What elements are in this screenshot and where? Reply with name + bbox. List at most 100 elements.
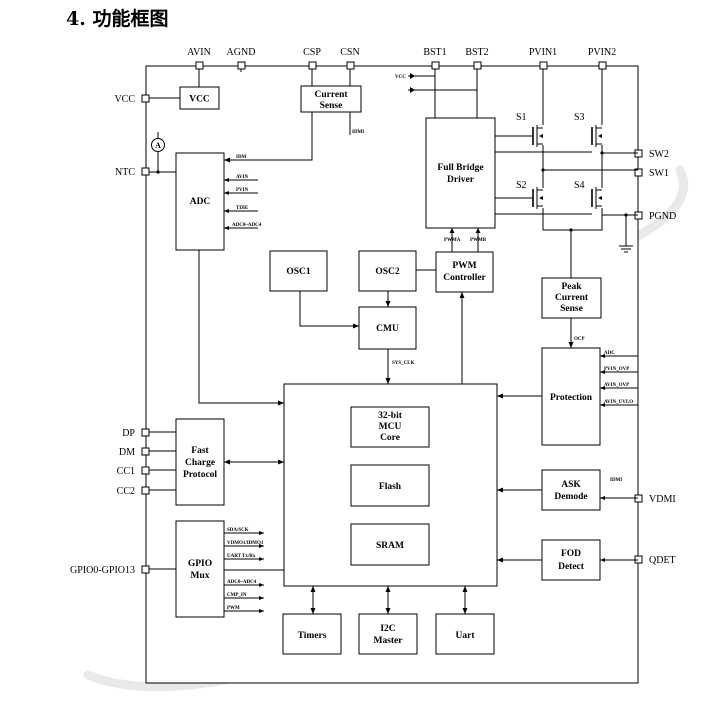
pin-vdmi-label: VDMI [649,494,676,505]
current-sense-block: Current Sense [300,85,362,113]
switch-s1-label: S1 [516,112,527,123]
pin-csp-marker [308,61,317,70]
pin-dm-label: DM [119,447,135,458]
pin-agnd-marker [237,61,246,70]
ntc-current-source-icon [151,138,165,152]
ntc-meter-label: A [155,141,161,150]
adc-in-idm: IDM [236,155,247,160]
switch-s3-label: S3 [574,112,585,123]
pin-gpio-marker [141,565,150,574]
pin-ntc-marker [141,167,150,176]
arrowheads [224,157,605,614]
left-pins: VCC NTC DP DM CC1 CC2 GPIO0-GPIO13 [70,94,150,576]
cmu-block: CMU [358,306,417,350]
fast-charge-label-3: Protocol [183,470,217,480]
fod-label-2: Detect [558,562,585,572]
peak-label-1: Peak [561,282,582,292]
adc-block: ADC [175,152,225,251]
osc2-block: OSC2 [358,250,417,292]
adc-in-avin: AVIN [236,175,249,180]
adc-block-label: ADC [190,197,211,207]
pin-cc2-label: CC2 [117,486,135,497]
pin-cc1-marker [141,466,150,475]
pin-dp-marker [141,428,150,437]
switch-s1: S1 [516,112,543,147]
fast-charge-label-2: Charge [185,458,215,468]
pin-avin-marker [195,61,204,70]
timers-block: Timers [282,613,342,655]
switch-s3: S3 [574,112,602,147]
mcu-label-1: 32-bit [378,411,403,421]
pin-pvin2-marker [598,61,607,70]
right-pins: SW2 SW1 PGND VDMI QDET [634,149,676,566]
flash-block: Flash [350,464,430,507]
pin-vcc-label: VCC [114,94,135,105]
signal-pwmb-label: PWMB [470,238,487,243]
fast-charge-protocol-block: Fast Charge Protocol [175,418,225,506]
fod-detect-block: FOD Detect [541,539,601,581]
mcu-label-2: MCU [379,422,402,432]
mcu-core-block: 32-bit MCU Core [350,406,430,448]
junction-dots [156,151,628,232]
full-bridge-label-1: Full Bridge [437,163,483,173]
pin-pvin1-label: PVIN1 [529,47,557,58]
mcu-label-3: Core [380,433,400,443]
ask-label-1: ASK [561,480,581,490]
sram-block: SRAM [350,523,430,566]
peak-label-2: Current [555,293,589,303]
pin-sw2-label: SW2 [649,149,669,160]
gpio-label-1: GPIO [188,559,212,569]
pin-bst1-label: BST1 [423,47,446,58]
pin-csn-label: CSN [340,47,359,58]
sram-label: SRAM [376,541,404,551]
cmu-label: CMU [376,324,399,334]
protection-label: Protection [550,393,593,403]
gpio-label-2: Mux [191,571,210,581]
fast-charge-label-1: Fast [191,446,209,456]
pin-dp-label: DP [122,428,135,439]
pin-bst2-marker [473,61,482,70]
vcc-block-label: VCC [189,95,210,105]
pin-bst2-label: BST2 [465,47,488,58]
pin-sw1-label: SW1 [649,168,669,179]
signal-pwma-label: PWMA [444,238,461,243]
uart-label: Uart [456,631,476,641]
gpio-mux-block: GPIO Mux [175,520,225,618]
full-bridge-label-2: Driver [447,175,475,185]
pin-avin-label: AVIN [187,47,211,58]
small-vcc-label: VCC [395,75,406,80]
signal-sysclk-label: SYS_CLK [392,361,415,366]
pin-sw1-marker [634,168,643,177]
gpio-sig-adc: ADC0~ADC4 [227,580,257,585]
pin-agnd-label: AGND [227,47,256,58]
vcc-block: VCC [179,86,220,110]
osc1-label: OSC1 [286,267,311,277]
fod-label-1: FOD [561,549,581,559]
switch-s4: S4 [574,180,602,209]
ask-demode-block: ASK Demode [541,469,601,511]
flash-label: Flash [379,482,402,492]
switch-s2: S2 [516,180,543,209]
osc2-label: OSC2 [375,267,400,277]
gpio-sig-uart: UART Tx/Rx [227,554,256,559]
pwm-label-2: Controller [443,273,486,283]
pin-csp-label: CSP [303,47,321,58]
gpio-sig-vdmo1: VDMO1/IDMO1 [227,541,264,546]
switch-s4-label: S4 [574,180,585,191]
pin-ntc-label: NTC [115,167,135,178]
pin-cc1-label: CC1 [117,466,135,477]
timers-label: Timers [298,631,327,641]
prot-in-pvin-ovp: PVIN_OVP [604,367,629,372]
adc-in-adc0-4: ADC0~ADC4 [232,223,262,228]
gpio-sig-pwm: PWM [227,606,240,611]
prot-in-avin-uvlo: AVIN_UVLO [604,400,633,405]
pin-cc2-marker [141,486,150,495]
prot-in-avin-ovp: AVIN_OVP [604,383,629,388]
protection-block: Protection [541,347,601,446]
pin-qdet-label: QDET [649,555,676,566]
ask-label-2: Demode [554,492,587,502]
signal-ocp-label: OCP [574,337,585,342]
signal-idmi-label: IDMI [352,130,364,135]
pin-dm-marker [141,447,150,456]
